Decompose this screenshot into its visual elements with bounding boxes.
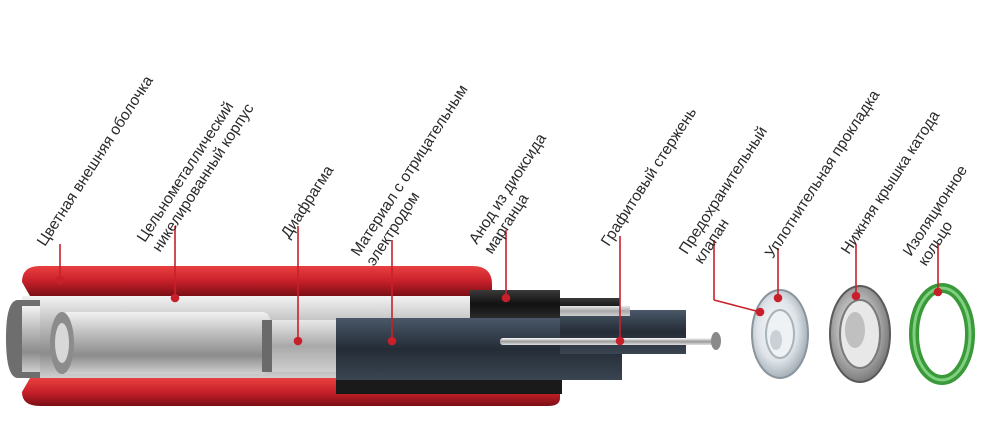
inner-cylinder-end-face (55, 323, 69, 363)
safety-valve-center (770, 330, 782, 350)
leader-dot-graphite (615, 336, 625, 346)
leader-dot-outer-shell (55, 275, 65, 285)
graphite-rod-tip (711, 332, 721, 350)
battery-end-cap-rim (22, 306, 40, 372)
mno2-layer-bottom (336, 380, 562, 394)
leader-dot-diaphragm (293, 336, 303, 346)
outer-shell-red (22, 266, 492, 296)
graphite-sleeve (560, 310, 686, 354)
insulating-ring-highlight (912, 286, 972, 382)
mno2-layer-top (470, 290, 560, 318)
leader-dot-gasket (773, 293, 783, 303)
leader-dot-bottom-cap (851, 291, 861, 301)
graphite-sleeve-top (560, 306, 630, 316)
diaphragm-edge (262, 320, 272, 372)
leader-dot-ring (933, 287, 943, 297)
leader-dot-steel-case (170, 293, 180, 303)
leader-dot-valve (755, 307, 765, 317)
leader-dot-negative-material (387, 336, 397, 346)
graphite-rod-shape (500, 338, 714, 345)
leader-valve-d (713, 299, 761, 313)
diaphragm-shape (262, 320, 342, 372)
leader-dot-mno2 (501, 293, 511, 303)
inner-cylinder (60, 312, 270, 374)
bottom-cap-center (845, 312, 865, 348)
leader-lines (55, 226, 943, 346)
